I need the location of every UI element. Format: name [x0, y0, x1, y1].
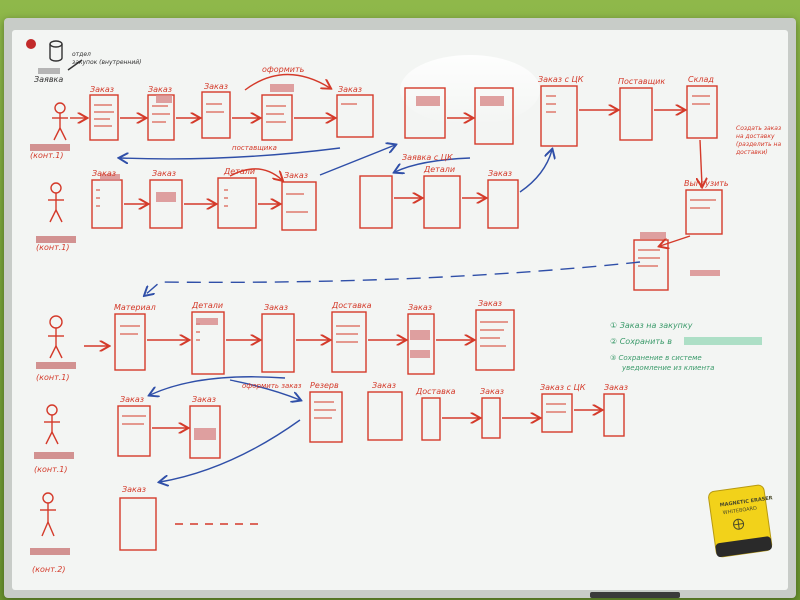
row-4: [34, 391, 625, 459]
row2-label-c: Детали: [223, 167, 255, 176]
row1-note-top: оформить: [262, 65, 305, 74]
row2-label-f: Детали: [423, 165, 455, 174]
marker-tray: [590, 592, 680, 598]
row4-label-e: Доставка: [415, 387, 456, 396]
row3-label-f: Заказ: [478, 299, 502, 308]
row4-label-g: Заказ с ЦК: [540, 383, 586, 392]
blue-connector: [120, 147, 341, 159]
row-5: [30, 492, 258, 555]
row3-label-a: Материал: [114, 303, 156, 312]
magnet-pin: [26, 39, 36, 49]
row2-label-b: Заказ: [152, 169, 176, 178]
blue-connector: [319, 145, 395, 176]
eraser-logo-icon: [733, 518, 745, 530]
row4-label-f: Заказ: [480, 387, 504, 396]
actor-label-3: (конт.1): [36, 373, 70, 382]
board-surface: [12, 30, 788, 590]
row-3: [36, 309, 515, 375]
row-3-labels: (конт.1) Материал Детали Заказ Доставка …: [36, 299, 502, 382]
row-4-labels: (конт.1) Заказ Заказ Резерв Заказ Достав…: [34, 381, 628, 474]
actor-note-label: отдел закупок (внутренний): [72, 51, 142, 66]
row4-label-d: Заказ: [372, 381, 396, 390]
row-1: [30, 40, 718, 151]
row4-label-h: Заказ: [604, 383, 628, 392]
row4-mid-note: оформить заказ: [242, 382, 302, 390]
row-1-labels: Заявка отдел закупок (внутренний) (конт.…: [30, 51, 714, 160]
blue-connector: [395, 157, 471, 172]
actor-label-2: (конт.1): [36, 243, 70, 252]
row-5-labels: (конт.2) Заказ: [32, 485, 146, 574]
actor-top-label: Заявка: [34, 75, 63, 84]
row-2: [36, 139, 723, 291]
row3-label-b: Детали: [191, 301, 223, 310]
row4-label-c: Резерв: [310, 381, 339, 390]
row1-label-a: Заказ: [90, 85, 114, 94]
row2-right-box: Выгрузить: [684, 179, 729, 188]
blue-connector: [229, 379, 300, 400]
legend-redaction: [684, 337, 762, 345]
row1-label-f: Поставщик: [618, 77, 665, 86]
green-legend: ① Заказ на закупку ② Сохранить в ③ Сохра…: [610, 321, 762, 372]
row2-right-note: Создать заказ на доставку (разделить на …: [735, 125, 783, 156]
row1-label-g: Склад: [688, 75, 714, 84]
row5-label-a: Заказ: [122, 485, 146, 494]
row1-label-c: Заказ: [204, 82, 228, 91]
dashed-connector: [145, 261, 641, 295]
row3-label-d: Доставка: [331, 301, 372, 310]
row1-label-e: Заказ с ЦК: [538, 75, 584, 84]
row2-label-e: Заявка с ЦК: [402, 153, 453, 162]
blue-connector: [160, 419, 301, 482]
magnetic-eraser: MAGNETIC ERASER WHITEBOARD: [708, 484, 773, 558]
row3-label-e: Заказ: [408, 303, 432, 312]
actor-figure-2: [48, 182, 64, 223]
row2-label-d: Заказ: [284, 171, 308, 180]
actor-figure-1: [52, 102, 68, 141]
row2-label-a: Заказ: [92, 169, 116, 178]
row2-label-g: Заказ: [488, 169, 512, 178]
eraser-text-2: WHITEBOARD: [722, 506, 757, 517]
blue-connector: [150, 376, 286, 395]
row1-label-b: Заказ: [148, 85, 172, 94]
light-glare: [400, 55, 540, 125]
database-icon: [49, 40, 63, 62]
row1-note-mid: поставщика: [232, 144, 277, 152]
row1-label-d: Заказ: [338, 85, 362, 94]
blue-connector: [519, 150, 552, 193]
row-2-labels: (конт.1) Заказ Заказ Детали Заказ Заявка…: [36, 125, 783, 252]
actor-label-4: (конт.1): [34, 465, 68, 474]
actor-label-1: (конт.1): [30, 151, 64, 160]
legend-item-1: ① Заказ на закупку: [610, 321, 693, 330]
row3-label-c: Заказ: [264, 303, 288, 312]
actor-figure-5: [40, 492, 56, 537]
legend-item-3: ③ Сохранение в системе уведомление из кл…: [610, 354, 714, 372]
actor-figure-4: [44, 404, 60, 445]
actor-figure-3: [48, 315, 64, 359]
actor-label-5: (конт.2): [32, 565, 66, 574]
legend-item-2: ② Сохранить в: [610, 337, 672, 346]
row4-label-b: Заказ: [192, 395, 216, 404]
row4-label-a: Заказ: [120, 395, 144, 404]
